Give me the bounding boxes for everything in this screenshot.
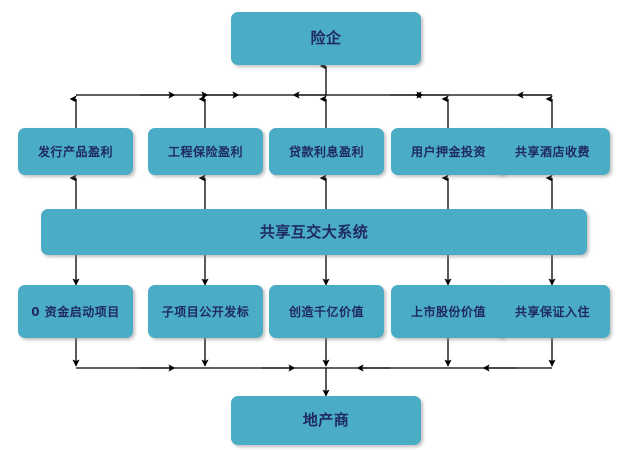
node-upper-1[interactable]: 发行产品盈利 (18, 128, 133, 175)
node-bottom-developer[interactable]: 地产商 (231, 396, 421, 445)
node-bottom-developer-label: 地产商 (302, 411, 350, 429)
node-upper-4-label: 用户押金投资 (410, 144, 486, 159)
node-upper-2[interactable]: 工程保险盈利 (148, 128, 263, 175)
node-lower-5[interactable]: 共享保证入住 (495, 285, 610, 338)
node-lower-1-label: 0 资金启动项目 (31, 304, 120, 319)
node-upper-4[interactable]: 用户押金投资 (391, 128, 506, 175)
node-upper-1-label: 发行产品盈利 (37, 144, 113, 159)
node-center-system-label: 共享互交大系统 (259, 222, 369, 241)
node-lower-2[interactable]: 子项目公开发标 (148, 285, 263, 338)
connectors-center-to-upper (69, 174, 553, 209)
node-top-insurer-label: 险企 (310, 29, 342, 47)
connectors-upper-risers (69, 95, 553, 128)
node-upper-5[interactable]: 共享酒店收费 (495, 128, 610, 175)
node-center-system[interactable]: 共享互交大系统 (41, 209, 587, 255)
node-lower-3[interactable]: 创造千亿价值 (269, 285, 384, 338)
node-lower-2-label: 子项目公开发标 (161, 304, 250, 319)
connectors-lower-droppers (72, 338, 556, 367)
node-lower-5-label: 共享保证入住 (514, 304, 590, 319)
node-upper-5-label: 共享酒店收费 (514, 144, 590, 159)
node-upper-3-label: 贷款利息盈利 (288, 144, 364, 159)
node-top-insurer[interactable]: 险企 (231, 12, 421, 65)
node-upper-3[interactable]: 贷款利息盈利 (269, 128, 384, 175)
node-lower-4-label: 上市股份价值 (410, 304, 486, 319)
connectors-center-to-lower (72, 255, 556, 286)
node-lower-3-label: 创造千亿价值 (288, 304, 364, 319)
node-lower-4[interactable]: 上市股份价值 (391, 285, 506, 338)
node-lower-1[interactable]: 0 资金启动项目 (18, 285, 133, 338)
node-upper-2-label: 工程保险盈利 (167, 144, 243, 159)
